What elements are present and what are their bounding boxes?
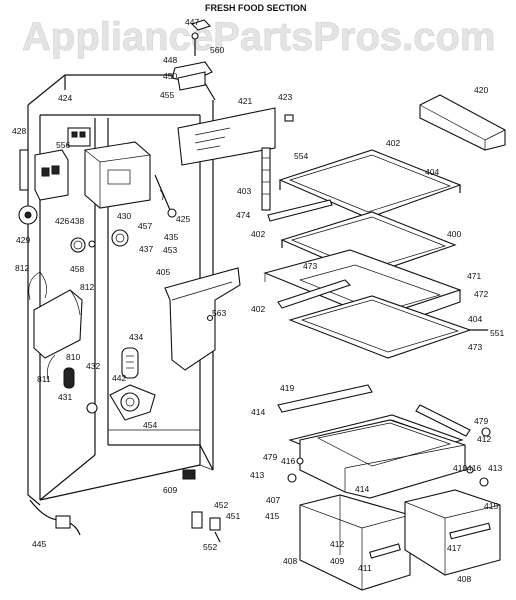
callout-414-b: 414 xyxy=(355,484,369,494)
callout-473-a: 473 xyxy=(303,261,317,271)
callout-450: 450 xyxy=(163,71,177,81)
callout-474: 474 xyxy=(236,210,250,220)
callout-810: 810 xyxy=(66,352,80,362)
control-housing xyxy=(19,127,151,209)
callout-421: 421 xyxy=(238,96,252,106)
callout-609: 609 xyxy=(163,485,177,495)
duct-cover xyxy=(177,107,294,166)
callout-434: 434 xyxy=(129,332,143,342)
callout-416-a: 416 xyxy=(281,456,295,466)
control-knobs xyxy=(18,205,129,253)
callout-455: 455 xyxy=(160,90,174,100)
crisper-pan-upper xyxy=(299,419,466,499)
callout-479-a: 479 xyxy=(474,416,488,426)
shelf-ladder xyxy=(261,147,271,211)
callout-400: 400 xyxy=(447,229,461,239)
callout-402-b: 402 xyxy=(251,229,265,239)
callout-415-b: 415 xyxy=(484,501,498,511)
callout-445: 445 xyxy=(32,539,46,549)
callout-417: 417 xyxy=(447,543,461,553)
callout-560: 560 xyxy=(210,45,224,55)
callout-414-a: 414 xyxy=(251,407,265,417)
callout-471: 471 xyxy=(467,271,481,281)
callout-407: 407 xyxy=(266,495,280,505)
callout-437: 437 xyxy=(139,244,153,254)
callout-432: 432 xyxy=(86,361,100,371)
callout-408-b: 408 xyxy=(457,574,471,584)
callout-402-c: 402 xyxy=(251,304,265,314)
wire-harness-left xyxy=(28,271,83,381)
callout-424: 424 xyxy=(58,93,72,103)
callout-458: 458 xyxy=(70,264,84,274)
callout-402-a: 402 xyxy=(386,138,400,148)
callout-448: 448 xyxy=(163,55,177,65)
callout-425: 425 xyxy=(176,214,190,224)
callout-413-b: 413 xyxy=(488,463,502,473)
callout-479-b: 479 xyxy=(263,452,277,462)
callout-473-b: 473 xyxy=(468,342,482,352)
callout-451: 451 xyxy=(226,511,240,521)
dairy-bin xyxy=(419,94,506,151)
callout-labels: 447 560 448 450 420 424 455 421 423 428 … xyxy=(12,17,504,584)
callout-412-b: 412 xyxy=(330,539,344,549)
callout-420: 420 xyxy=(474,85,488,95)
diagram-title: FRESH FOOD SECTION xyxy=(205,3,307,13)
crisper-drawer-left xyxy=(299,494,411,591)
callout-419: 419 xyxy=(280,383,294,393)
callout-551: 551 xyxy=(490,328,504,338)
watermark: AppliancePartsPros.com xyxy=(22,15,496,59)
pan-rail-402 xyxy=(277,279,352,309)
callout-405: 405 xyxy=(156,267,170,277)
small-hardware xyxy=(29,329,491,543)
callout-554: 554 xyxy=(294,151,308,161)
callout-413-a: 413 xyxy=(250,470,264,480)
callout-416-b: 416 xyxy=(467,463,481,473)
callout-442: 442 xyxy=(112,373,126,383)
callout-411: 411 xyxy=(358,563,372,573)
callout-438: 438 xyxy=(70,216,84,226)
callout-552: 552 xyxy=(203,542,217,552)
callout-409: 409 xyxy=(330,556,344,566)
callout-410: 410 xyxy=(453,463,467,473)
callout-429: 429 xyxy=(16,235,30,245)
callout-812-a: 812 xyxy=(15,263,29,273)
callout-415-a: 415 xyxy=(265,511,279,521)
callout-426: 426 xyxy=(55,216,69,226)
callout-556: 556 xyxy=(56,140,70,150)
shelf-rail-474 xyxy=(267,199,333,222)
lamp-parts xyxy=(63,347,156,421)
callout-403: 403 xyxy=(237,186,251,196)
callout-435: 435 xyxy=(164,232,178,242)
callout-453: 453 xyxy=(163,245,177,255)
crisper-drawer-right xyxy=(404,489,501,576)
callout-563: 563 xyxy=(212,308,226,318)
callout-423: 423 xyxy=(278,92,292,102)
callout-412-a: 412 xyxy=(477,434,491,444)
callout-472: 472 xyxy=(474,289,488,299)
callout-408-a: 408 xyxy=(283,556,297,566)
callout-454: 454 xyxy=(143,420,157,430)
shelf-support xyxy=(164,267,241,371)
callout-404-b: 404 xyxy=(468,314,482,324)
callout-812-b: 812 xyxy=(80,282,94,292)
shelf-top xyxy=(278,149,462,226)
callout-811: 811 xyxy=(37,374,51,384)
callout-404-a: 404 xyxy=(425,167,439,177)
callout-431: 431 xyxy=(58,392,72,402)
thermostat-bulb xyxy=(154,174,177,218)
top-bracket xyxy=(171,19,213,91)
callout-457: 457 xyxy=(138,221,152,231)
callout-447: 447 xyxy=(185,17,199,27)
callout-428: 428 xyxy=(12,126,26,136)
callout-452: 452 xyxy=(214,500,228,510)
callout-430: 430 xyxy=(117,211,131,221)
